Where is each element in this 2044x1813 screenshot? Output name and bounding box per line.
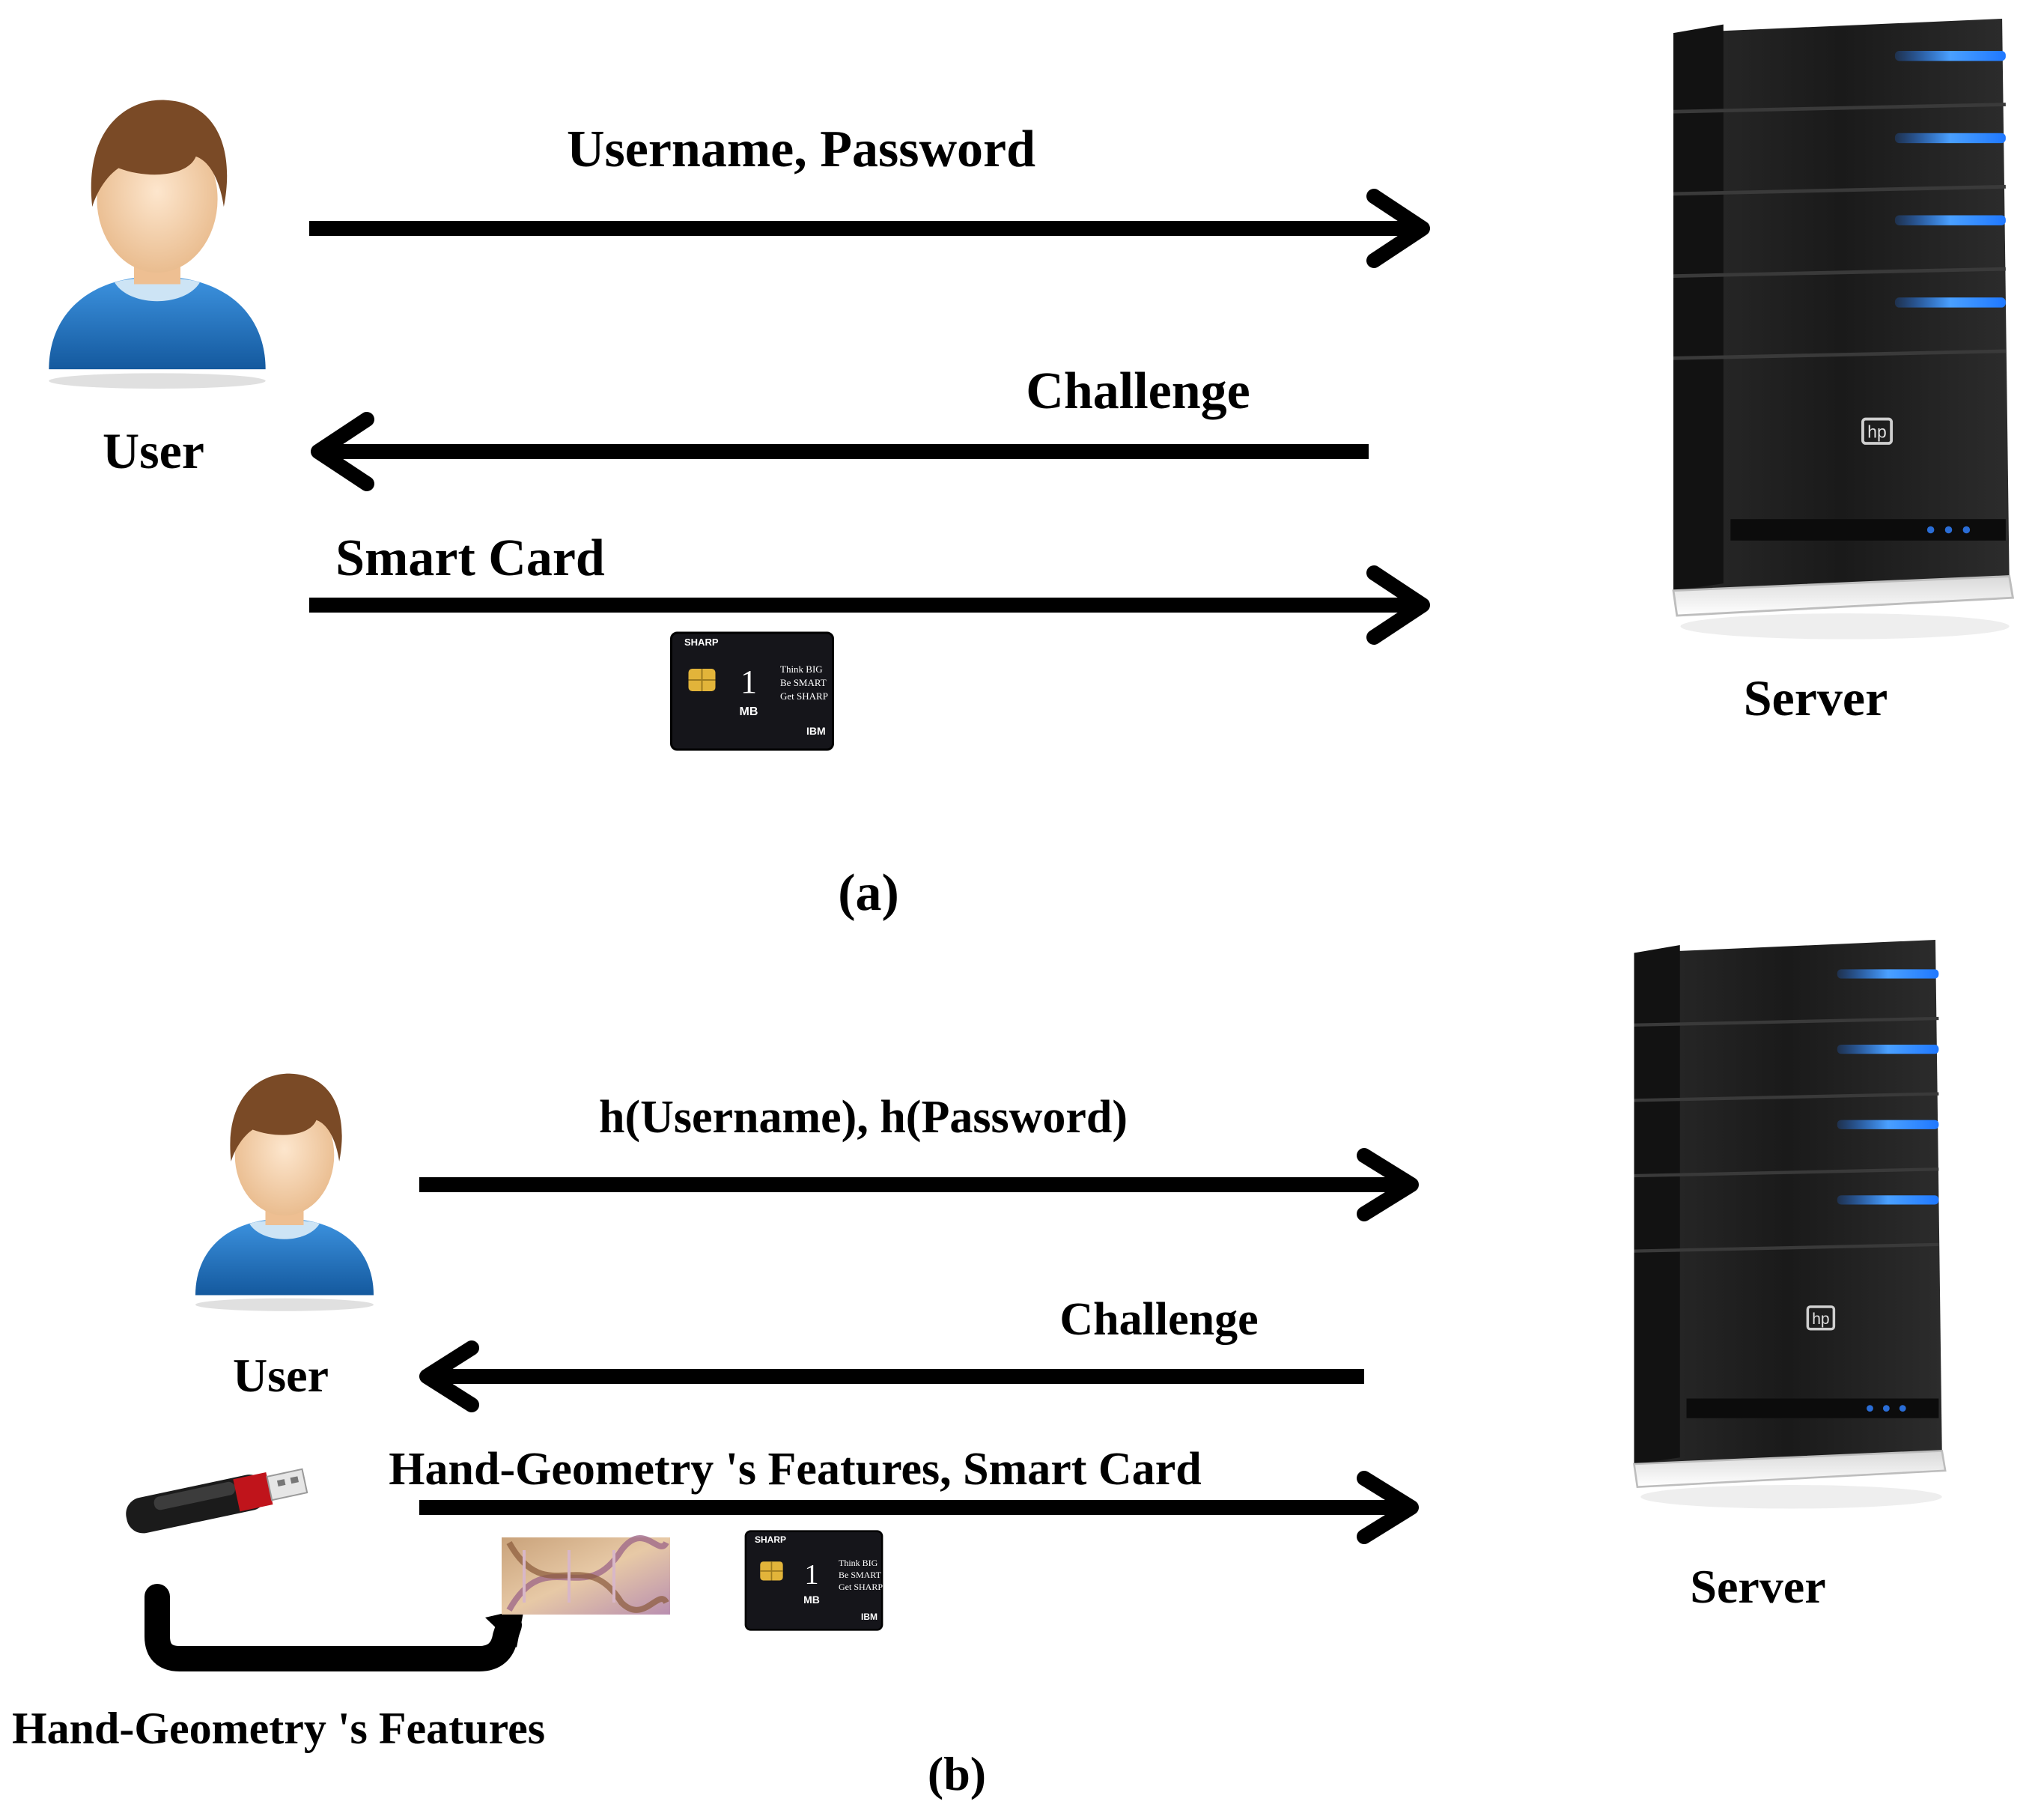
svg-text:MB: MB — [803, 1594, 820, 1606]
svg-text:Be SMART: Be SMART — [839, 1570, 882, 1580]
user-avatar-icon — [49, 100, 266, 389]
msg-challenge-a: Challenge — [1026, 362, 1250, 420]
svg-text:IBM: IBM — [861, 1612, 877, 1622]
svg-text:1: 1 — [740, 663, 757, 700]
panel-b: User Server h(Username), h(Password) Cha… — [12, 940, 1945, 1800]
svg-text:Think BIG: Think BIG — [839, 1558, 878, 1568]
user-label-b: User — [233, 1349, 329, 1402]
svg-text:Be SMART: Be SMART — [780, 677, 827, 688]
arrow-username-password — [309, 189, 1430, 268]
svg-text:SHARP: SHARP — [755, 1534, 786, 1545]
arrow-features-card — [419, 1471, 1419, 1544]
server-tower-icon — [1634, 940, 1946, 1509]
arrow-challenge-b — [419, 1340, 1364, 1412]
caption-b: (b) — [928, 1747, 986, 1800]
svg-text:Think BIG: Think BIG — [780, 663, 823, 675]
svg-text:Get SHARP: Get SHARP — [839, 1582, 883, 1592]
panel-a: User Server Username, Password Challenge… — [49, 19, 2013, 922]
msg-username-password: Username, Password — [567, 121, 1035, 178]
svg-text:Get SHARP: Get SHARP — [780, 690, 828, 702]
arrow-hand-geometry — [145, 1584, 524, 1671]
smart-card-icon: SHARP 1 MB Think BIG Be SMART Get SHARP … — [744, 1530, 883, 1631]
msg-challenge-b: Challenge — [1059, 1294, 1258, 1345]
usb-drive-icon — [126, 1468, 308, 1534]
svg-text:MB: MB — [740, 705, 758, 718]
msg-features-card: Hand-Geometry 's Features, Smart Card — [389, 1444, 1201, 1495]
svg-text:1: 1 — [805, 1559, 819, 1591]
user-avatar-icon — [195, 1073, 374, 1311]
server-tower-icon — [1673, 19, 2013, 640]
svg-text:SHARP: SHARP — [684, 637, 719, 648]
smart-card-icon: SHARP 1 MB Think BIG Be SMART Get SHARP … — [669, 631, 835, 751]
msg-hashed-credentials: h(Username), h(Password) — [599, 1092, 1128, 1143]
arrow-smart-card — [309, 565, 1430, 645]
caption-a: (a) — [838, 864, 899, 922]
svg-text:IBM: IBM — [806, 725, 826, 737]
usb-features-label: Hand-Geometry 's Features — [12, 1704, 545, 1753]
arrow-hashed-credentials — [419, 1148, 1419, 1221]
user-label-a: User — [103, 422, 204, 479]
server-label-a: Server — [1744, 669, 1888, 726]
dna-image-icon — [502, 1535, 670, 1615]
server-label-b: Server — [1690, 1560, 1825, 1613]
msg-smart-card: Smart Card — [335, 529, 605, 587]
arrow-challenge-a — [311, 412, 1369, 491]
